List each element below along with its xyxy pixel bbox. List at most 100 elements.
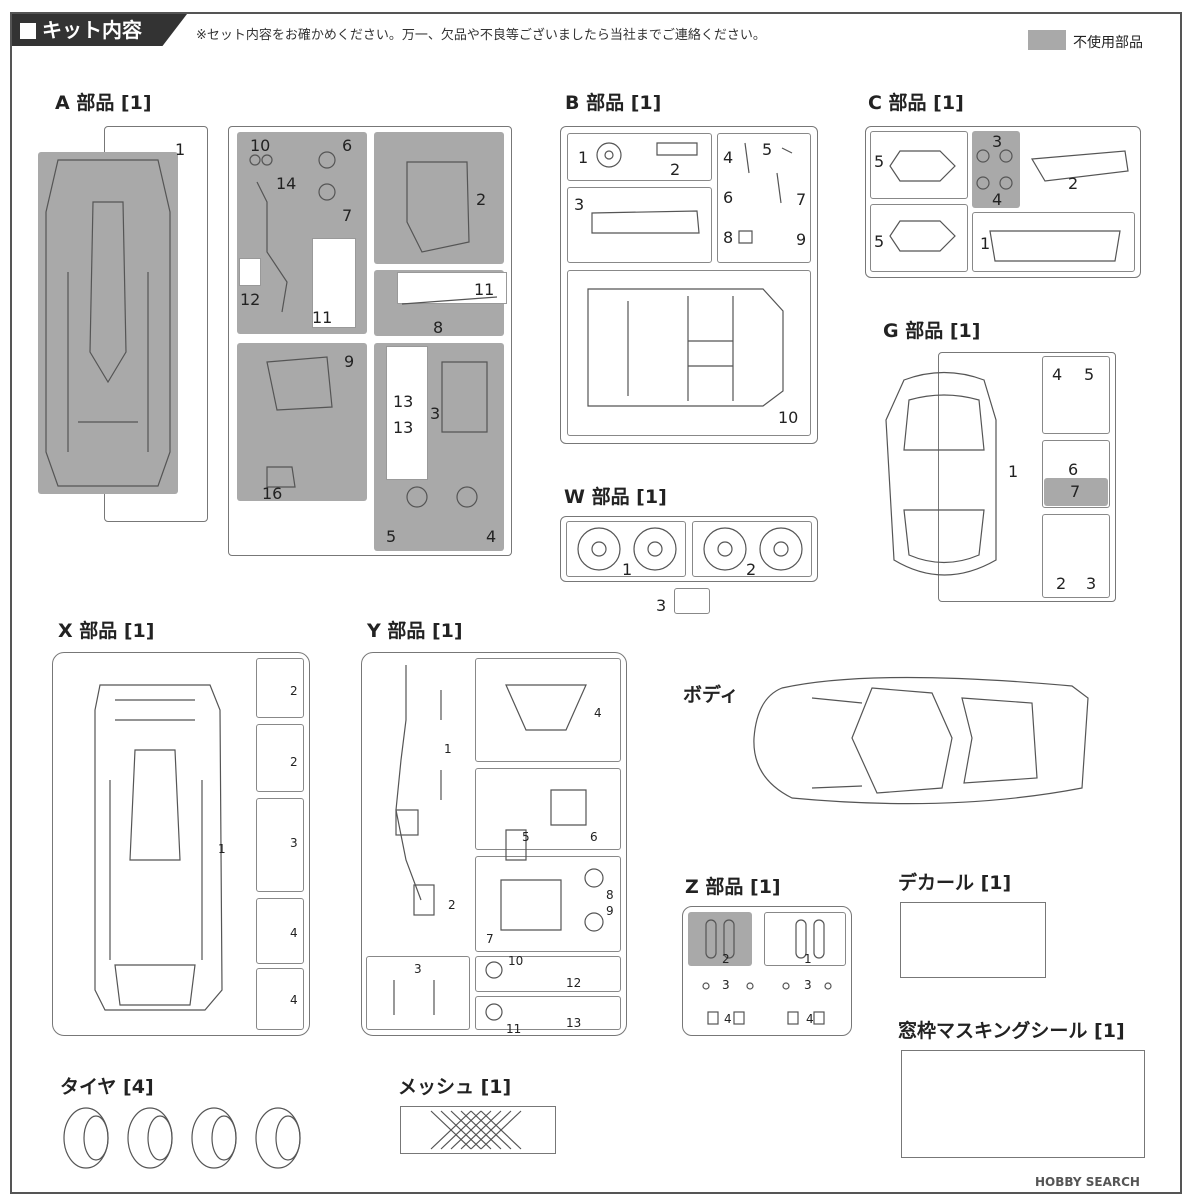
- x-cell-3: [256, 798, 304, 892]
- x-cell-2a: [256, 658, 304, 718]
- x-num: 1: [218, 842, 226, 856]
- c-cell-2: [972, 131, 1020, 208]
- notice-text: ※セット内容をお確かめください。万一、欠品や不良等ございましたら当社までご連絡く…: [196, 28, 766, 43]
- x-cell-2b: [256, 724, 304, 792]
- c-num: 1: [980, 234, 991, 253]
- y-num: 11: [506, 1022, 522, 1036]
- y-cell-10-12: [475, 956, 621, 992]
- x-cell-4a: [256, 898, 304, 964]
- w-num: 2: [746, 560, 757, 579]
- y-num: 3: [414, 962, 422, 976]
- y-cell-56: [475, 768, 621, 850]
- mask-sheet: [901, 1050, 1145, 1158]
- z-parts-drawings: [702, 919, 832, 1025]
- x-num: 2: [290, 684, 298, 698]
- decal-sheet: [900, 902, 1046, 978]
- g-num: 6: [1068, 460, 1079, 479]
- a-cell-4: [237, 343, 367, 501]
- b-num: 2: [670, 160, 681, 179]
- b-seat-drawing: [587, 288, 784, 407]
- b-parts-drawings: [591, 142, 793, 244]
- a-part-1-floor: [38, 152, 178, 494]
- x-num: 4: [290, 993, 298, 1007]
- b-cell-1: [567, 133, 712, 181]
- w-cell-1: [566, 521, 686, 577]
- section-b-title: B 部品 [1]: [565, 92, 662, 114]
- x-num: 4: [290, 926, 298, 940]
- b-num: 8: [723, 228, 734, 247]
- a-num: 9: [344, 352, 355, 371]
- a-cell-2: [374, 132, 504, 264]
- g-num: 4: [1052, 365, 1063, 384]
- y-parts-drawings: [393, 665, 604, 1021]
- y-num: 7: [486, 932, 494, 946]
- y-num: 12: [566, 976, 582, 990]
- body-title: ボディ: [683, 684, 739, 706]
- a-num: 12: [240, 290, 261, 309]
- y-cell-11-13: [475, 996, 621, 1030]
- unused-legend-label: 不使用部品: [1073, 35, 1143, 51]
- y-num: 8: [606, 888, 614, 902]
- tire-title: タイヤ [4]: [60, 1076, 154, 1098]
- a-num: 13: [393, 418, 414, 437]
- b-num: 4: [723, 148, 734, 167]
- g-part-7: [1044, 478, 1108, 506]
- x-num: 2: [290, 755, 298, 769]
- square-icon: [20, 23, 36, 39]
- w-part-3: [674, 588, 710, 614]
- g-num: 1: [1008, 462, 1019, 481]
- y-cell-789: [475, 856, 621, 952]
- mesh-pattern: [430, 1110, 522, 1150]
- b-cell-3: [717, 133, 811, 263]
- w-num: 1: [622, 560, 633, 579]
- floor-outline: [45, 159, 171, 487]
- a-num: 8: [433, 318, 444, 337]
- y-num: 13: [566, 1016, 582, 1030]
- mesh-title: メッシュ [1]: [398, 1076, 512, 1098]
- c-cell-3: [870, 204, 968, 272]
- section-x-title: X 部品 [1]: [58, 620, 155, 642]
- g-num: 7: [1070, 482, 1081, 501]
- z-cell-1: [764, 912, 846, 966]
- y-num: 2: [448, 898, 456, 912]
- g-cell-1: [1042, 356, 1110, 434]
- z-num: 2: [722, 952, 730, 966]
- unused-legend-swatch: [1028, 30, 1066, 50]
- section-a-title: A 部品 [1]: [55, 92, 152, 114]
- b-num: 1: [578, 148, 589, 167]
- a-num: 2: [476, 190, 487, 209]
- c-num: 3: [992, 132, 1003, 151]
- z-num: 3: [722, 978, 730, 992]
- page-frame: [10, 12, 1182, 1194]
- c-num: 5: [874, 232, 885, 251]
- w-cell-2: [692, 521, 812, 577]
- y-num: 5: [522, 830, 530, 844]
- a-num: 3: [430, 404, 441, 423]
- y-cell-3: [366, 956, 470, 1030]
- x-chassis-drawing: [94, 684, 223, 1011]
- g-cell-3: [1042, 514, 1110, 598]
- w-num: 3: [656, 596, 667, 615]
- tires-drawing: [63, 1107, 301, 1169]
- a-num: 4: [486, 527, 497, 546]
- c-num: 5: [874, 152, 885, 171]
- x-cell-4b: [256, 968, 304, 1030]
- a-parts-drawings: [249, 151, 498, 508]
- z-part-2: [688, 912, 752, 966]
- z-num: 4: [806, 1012, 814, 1026]
- a-num: 6: [342, 136, 353, 155]
- y-num: 6: [590, 830, 598, 844]
- section-g-title: G 部品 [1]: [883, 320, 981, 342]
- a-num: 11: [312, 308, 333, 327]
- a-num: 1: [175, 140, 186, 159]
- watermark: HOBBY SEARCH: [1035, 1175, 1140, 1189]
- g-window-drawing: [885, 371, 997, 576]
- y-num: 1: [444, 742, 452, 756]
- a-num: 10: [250, 136, 271, 155]
- a-num: 11: [474, 280, 495, 299]
- section-w-title: W 部品 [1]: [564, 486, 667, 508]
- b-num: 10: [778, 408, 799, 427]
- a-num: 16: [262, 484, 283, 503]
- header-title: キット内容: [42, 18, 142, 42]
- section-c-title: C 部品 [1]: [868, 92, 964, 114]
